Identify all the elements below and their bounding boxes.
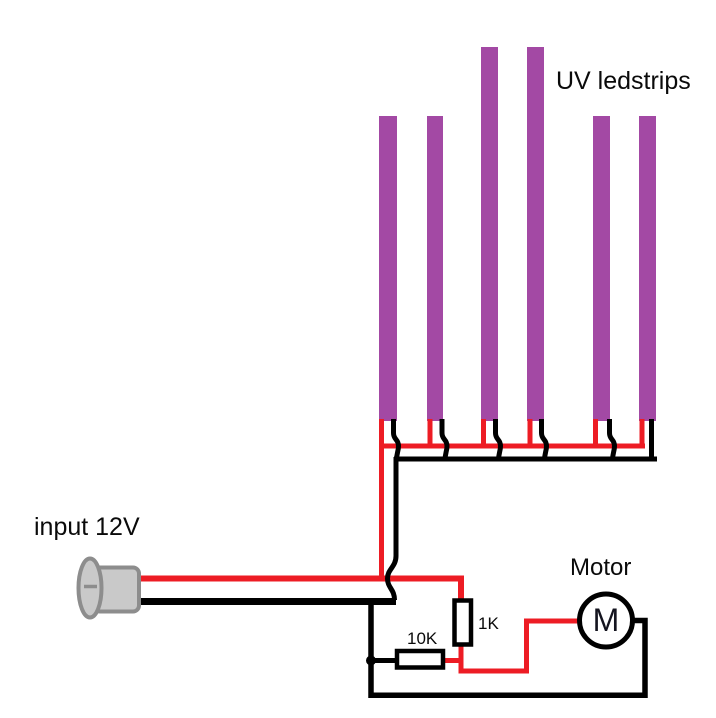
motor-circle <box>577 591 635 650</box>
power-input-label: input 12V <box>34 513 140 541</box>
strip1-black-lead <box>391 419 402 462</box>
resistor-1k-label: 1K <box>478 614 499 633</box>
uv-ledstrip-group <box>379 47 656 421</box>
input-positive-wire <box>138 575 464 600</box>
uv-ledstrip-5 <box>593 116 610 421</box>
components <box>76 556 635 670</box>
strip2-black-lead <box>439 419 450 462</box>
resistor-10k <box>394 648 446 670</box>
black-return-drop <box>384 457 399 601</box>
uv-ledstrip-1 <box>379 116 397 421</box>
strip4-black-lead <box>539 419 550 462</box>
resistor-1k <box>452 598 474 647</box>
strip5-black-lead <box>607 419 618 462</box>
positive-wires <box>138 419 645 674</box>
uv-ledstrip-6 <box>639 116 656 421</box>
ledstrips-label: UV ledstrips <box>556 67 691 95</box>
uv-ledstrip-3 <box>481 47 498 421</box>
barrel-jack <box>76 556 141 620</box>
motor-symbol: M <box>592 601 620 638</box>
uv-ledstrip-2 <box>427 116 443 421</box>
motor-positive-wire <box>458 618 580 674</box>
uv-ledstrip-4 <box>527 47 544 421</box>
resistor-10k-label: 10K <box>407 629 438 648</box>
junction-dot <box>366 655 376 666</box>
motor-label: Motor <box>570 554 632 581</box>
strip3-black-lead <box>493 419 504 462</box>
negative-wires <box>140 419 657 698</box>
